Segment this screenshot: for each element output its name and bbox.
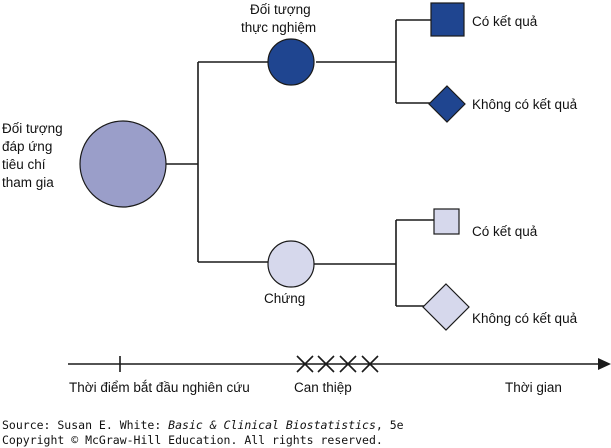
eligible-subjects-node <box>79 120 167 208</box>
eligible-subjects-label-line-4: tham gia <box>2 175 54 190</box>
control-no-outcome-diamond <box>422 283 470 331</box>
control-outcome-square <box>433 208 460 235</box>
source-citation-prefix: Source: Susan E. White: <box>2 418 168 432</box>
experimental-group-label-line-1: Đối tượng <box>250 2 311 17</box>
experimental-with-outcome-label: Có kết quả <box>472 14 538 29</box>
experimental-group-label-line-2: thực nghiệm <box>241 20 316 35</box>
control-group-node <box>267 240 315 288</box>
control-group-label: Chứng <box>264 291 305 306</box>
control-with-outcome-label: Có kết quả <box>472 224 538 239</box>
connector-control-to-outcomes <box>314 219 434 307</box>
experimental-outcome-square <box>430 2 465 37</box>
experimental-without-outcome-label: Không có kết quả <box>472 97 578 112</box>
study-start-label: Thời điểm bắt đầu nghiên cứu <box>69 380 250 395</box>
timeline-arrowhead <box>598 358 611 370</box>
copyright-notice: Copyright © McGraw-Hill Education. All r… <box>2 433 383 447</box>
source-citation-suffix: , 5e <box>376 418 404 432</box>
intervention-x-mark <box>296 355 314 373</box>
eligible-subjects-label-line-2: đáp ứng <box>2 139 52 154</box>
eligible-subjects-label-line-3: tiêu chí <box>2 157 46 172</box>
experimental-group-node <box>267 38 315 86</box>
eligible-subjects-label-line-1: Đối tượng <box>2 121 63 136</box>
source-citation: Source: Susan E. White: Basic & Clinical… <box>2 418 404 432</box>
intervention-x-mark <box>361 355 379 373</box>
control-without-outcome-label: Không có kết quả <box>472 311 578 326</box>
intervention-label: Can thiệp <box>294 380 352 395</box>
connector-root-to-groups <box>166 61 270 263</box>
source-citation-title: Basic & Clinical Biostatistics <box>168 418 376 432</box>
intervention-x-mark <box>339 355 357 373</box>
connector-experimental-to-outcomes <box>316 19 432 104</box>
experimental-no-outcome-diamond <box>428 85 466 123</box>
intervention-x-mark <box>317 355 335 373</box>
intervention-marks <box>296 355 379 373</box>
time-label: Thời gian <box>505 380 562 395</box>
